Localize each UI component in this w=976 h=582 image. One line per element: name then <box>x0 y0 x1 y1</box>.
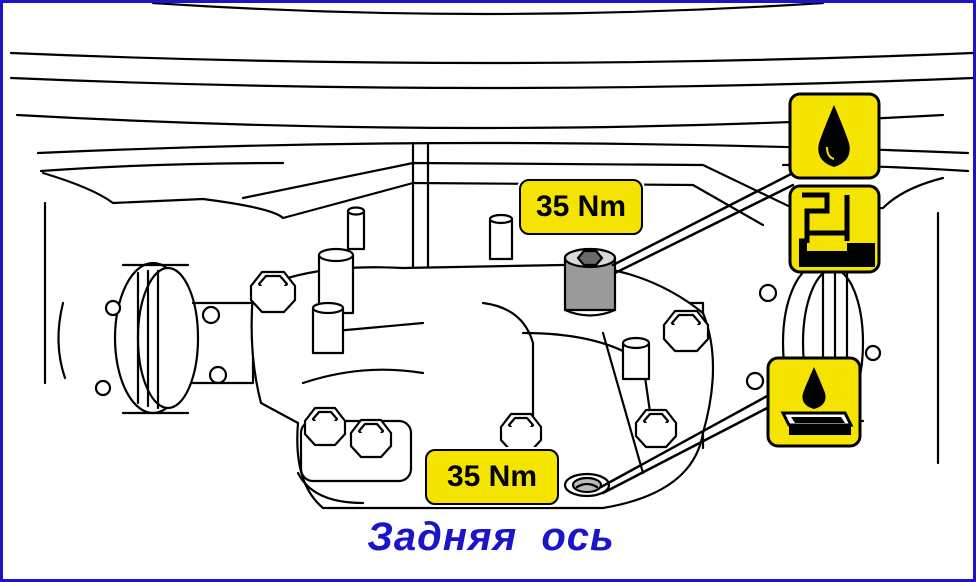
leader-lines <box>599 171 795 495</box>
filler-plug <box>563 247 617 317</box>
diagram-caption: Задняя ось <box>367 515 615 559</box>
drain-plug <box>563 472 611 498</box>
drain-oil-icon <box>766 356 862 448</box>
left-drive-flange <box>43 201 255 415</box>
rear-axle-drawing <box>9 3 973 510</box>
torque-label-filler-plug: 35 Nm <box>519 179 643 235</box>
fill-level-icon <box>788 184 881 274</box>
oil-drop-icon <box>788 92 881 180</box>
studs <box>311 206 651 381</box>
hex-bolts <box>249 270 710 459</box>
torque-label-drain-plug: 35 Nm <box>425 449 559 505</box>
